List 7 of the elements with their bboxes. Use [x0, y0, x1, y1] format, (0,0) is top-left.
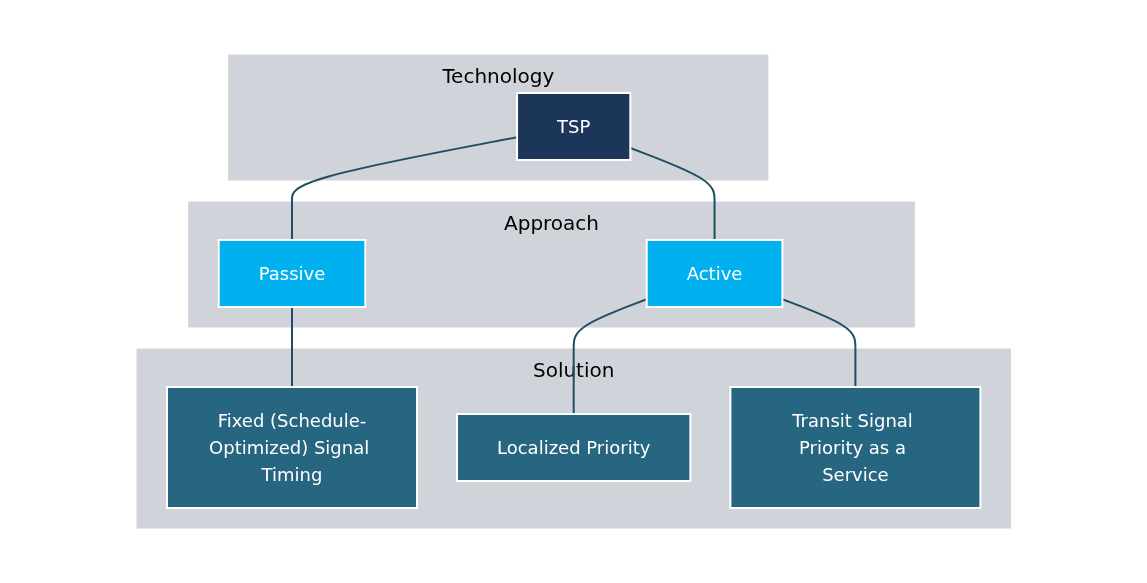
node-box: Active [645, 239, 784, 308]
node-box: Fixed (Schedule-Optimized) Signal Timing [165, 386, 418, 509]
node-box: Localized Priority [455, 413, 692, 482]
connector [290, 306, 293, 388]
node-box: Transit Signal Priority as a Service [729, 386, 982, 509]
node-box: Passive [217, 239, 367, 308]
node-box: TSP [515, 92, 632, 161]
